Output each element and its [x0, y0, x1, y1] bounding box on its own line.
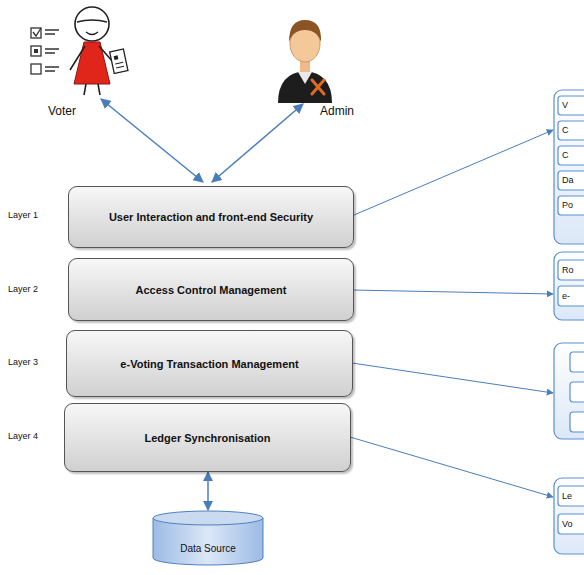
- node-text: Access Control Management: [136, 284, 287, 296]
- layer-box: e-Voting Transaction Management: [66, 330, 353, 397]
- cut-text: Le: [562, 491, 572, 501]
- leader-arrow: [212, 104, 303, 182]
- cut-text: Po: [562, 200, 573, 210]
- layer-label: Layer 4: [8, 431, 38, 441]
- cut-text: C: [562, 125, 569, 135]
- node-text: e-Voting Transaction Management: [120, 358, 298, 370]
- layer-label: Layer 2: [8, 284, 38, 294]
- node-text: Ledger Synchronisation: [145, 432, 271, 444]
- layer-label: Layer 1: [8, 210, 38, 220]
- leader-arrows: [350, 130, 553, 497]
- cut-text: Da: [562, 175, 574, 185]
- cut-text: C: [562, 150, 569, 160]
- layer-box: User Interaction and front-end Security: [68, 186, 354, 248]
- node-text: Data Source: [180, 543, 236, 566]
- cut-text: Ro: [562, 265, 574, 275]
- layer-box: Ledger Synchronisation: [64, 403, 351, 472]
- voter-figure: [31, 7, 128, 95]
- cut-text: e-: [562, 291, 570, 301]
- connector-arrow: [207, 472, 209, 510]
- leader-arrow: [101, 99, 203, 182]
- cut-text: V: [562, 100, 568, 110]
- actor-label: Admin: [320, 104, 354, 118]
- detail-panels: [554, 90, 584, 554]
- admin-figure: [278, 20, 332, 103]
- layer-label: Layer 3: [8, 357, 38, 367]
- layer-box: Access Control Management: [68, 258, 354, 321]
- database-cylinder: Data Source: [152, 510, 264, 566]
- cylinder-shape: [152, 510, 264, 566]
- actor-label: Voter: [48, 104, 76, 118]
- node-text: User Interaction and front-end Security: [109, 211, 313, 223]
- cut-text: Vo: [562, 519, 573, 529]
